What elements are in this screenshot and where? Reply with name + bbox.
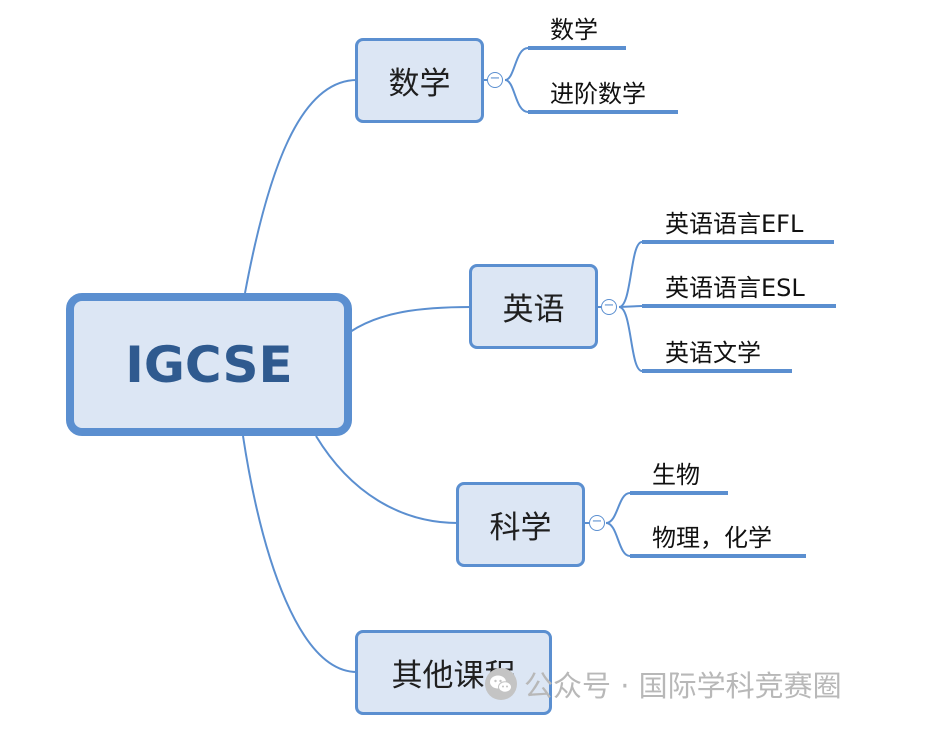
branch-node-other-courses[interactable]: 其他课程 (355, 630, 552, 715)
wechat-icon (485, 668, 517, 700)
connector-root-math (244, 79, 358, 294)
leaf-science-2[interactable]: 物理，化学 (652, 524, 772, 552)
root-node-label: IGCSE (125, 335, 293, 394)
connector-root-science (315, 435, 459, 524)
connector-root-english (349, 306, 472, 333)
branch-node-label: 科学 (489, 510, 552, 546)
leaf-underline (630, 554, 806, 558)
branch-node-math[interactable]: 数学 (355, 38, 484, 123)
leaf-underline (528, 110, 678, 114)
leaf-underline (642, 369, 792, 373)
connector-math-leaf-2 (504, 79, 529, 113)
leaf-underline (642, 240, 834, 244)
leaf-english-3[interactable]: 英语文学 (665, 339, 761, 367)
leaf-underline (642, 304, 836, 308)
leaf-math-1[interactable]: 数学 (550, 16, 598, 44)
leaf-underline (630, 491, 728, 495)
connector-english-leaf-3 (618, 306, 643, 372)
connector-science-leaf-1 (605, 492, 631, 524)
branch-node-english[interactable]: 英语 (469, 264, 598, 349)
leaf-english-1[interactable]: 英语语言EFL (665, 210, 804, 238)
leaf-science-1[interactable]: 生物 (652, 461, 700, 489)
collapse-toggle-science[interactable]: − (589, 515, 605, 531)
connector-science-leaf-2 (605, 522, 631, 557)
leaf-english-2[interactable]: 英语语言ESL (665, 274, 805, 302)
branch-node-science[interactable]: 科学 (456, 482, 585, 567)
collapse-toggle-english[interactable]: − (601, 299, 617, 315)
connector-english-leaf-2 (618, 305, 643, 308)
collapse-toggle-math[interactable]: − (487, 72, 503, 88)
connector-english-leaf-1 (618, 241, 643, 308)
branch-node-label: 英语 (502, 292, 565, 328)
leaf-underline (528, 46, 626, 50)
watermark: 公众号 · 国际学科竞赛圈 (484, 663, 842, 705)
watermark-text: 公众号 · 国际学科竞赛圈 (524, 669, 842, 703)
connector-math-leaf-1 (504, 47, 529, 81)
leaf-math-2[interactable]: 进阶数学 (550, 80, 646, 108)
connector-root-other (242, 435, 358, 673)
branch-node-label: 数学 (388, 66, 451, 102)
root-node-igcse[interactable]: IGCSE (66, 293, 352, 436)
